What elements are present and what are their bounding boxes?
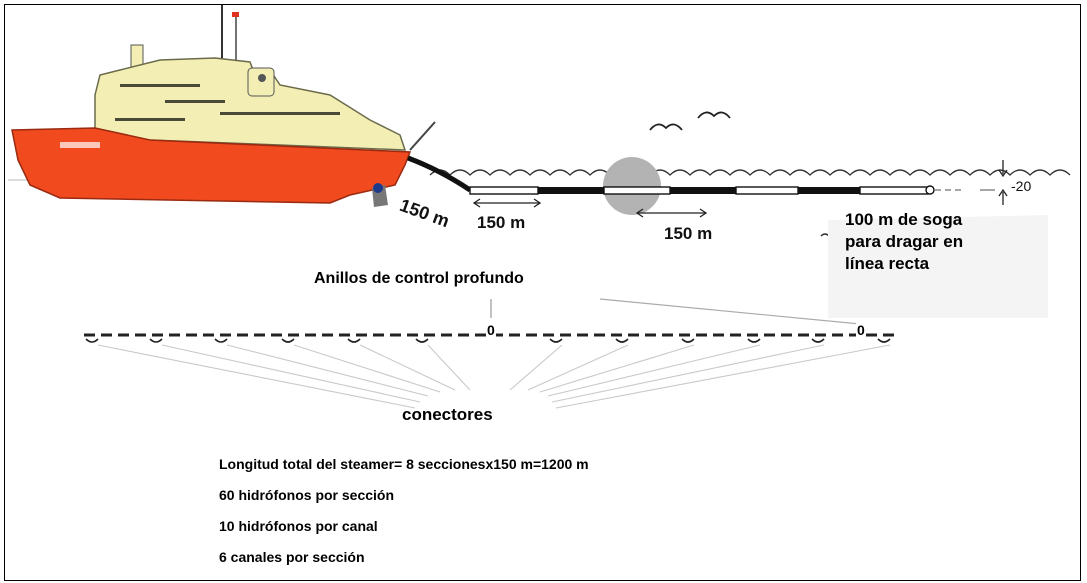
dimension-arrows bbox=[472, 198, 708, 218]
ship-illustration bbox=[11, 5, 436, 207]
note-total-length: Longitud total del steamer= 8 seccionesx… bbox=[219, 456, 589, 472]
ring-symbol-b: 0 bbox=[856, 322, 866, 338]
note-hydrophones-per-channel: 10 hidrófonos por canal bbox=[219, 518, 378, 534]
water-waves bbox=[429, 169, 1071, 176]
rope-label-line-1: 100 m de soga bbox=[845, 210, 963, 229]
note-hydrophones-per-section: 60 hidrófonos por sección bbox=[219, 487, 395, 503]
section-b-label: 150 m bbox=[664, 224, 713, 243]
seagull-icons bbox=[649, 111, 731, 131]
rope-label-line-2: para dragar en bbox=[845, 232, 964, 251]
rope-label-line-3: línea recta bbox=[845, 254, 930, 273]
diagram-frame bbox=[4, 4, 1081, 581]
connectors-label: conectores bbox=[402, 405, 493, 424]
note-channels-per-section: 6 canales por sección bbox=[219, 549, 365, 565]
tow-cable bbox=[407, 155, 472, 193]
streamer-detail bbox=[84, 298, 896, 409]
streamer-cable bbox=[469, 185, 995, 195]
rope-label-panel bbox=[828, 215, 1048, 318]
section-a-label: 150 m bbox=[477, 213, 526, 232]
depth-marker bbox=[998, 160, 1008, 205]
rings-label: Anillos de control profundo bbox=[314, 270, 524, 287]
ring-symbol-a: 0 bbox=[486, 322, 496, 338]
buoy-circle bbox=[603, 157, 661, 215]
depth-label: -20 bbox=[1011, 178, 1032, 194]
